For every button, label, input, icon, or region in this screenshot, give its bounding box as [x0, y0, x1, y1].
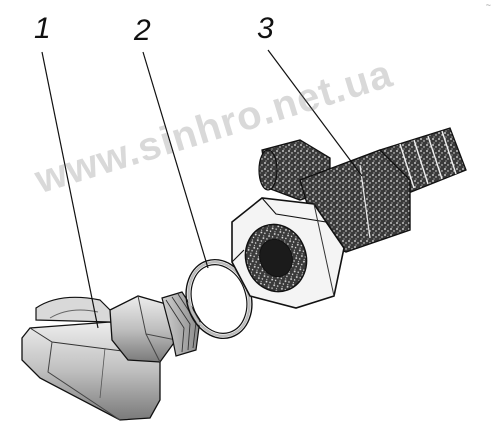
leader-line-1 [41, 51, 99, 329]
part-3-hex-nut [231, 197, 345, 309]
part-1-drain-valve [21, 291, 201, 421]
leader-line-2 [142, 51, 209, 269]
leader-lines [41, 49, 363, 329]
callout-1: 1 [34, 12, 51, 45]
leader-line-3 [267, 49, 363, 177]
part-3-tee-fitting [231, 127, 467, 309]
corner-mark: ~ [485, 0, 491, 10]
callout-2: 2 [134, 14, 151, 47]
callout-3: 3 [257, 12, 274, 45]
part-1-hex-body [109, 295, 177, 363]
